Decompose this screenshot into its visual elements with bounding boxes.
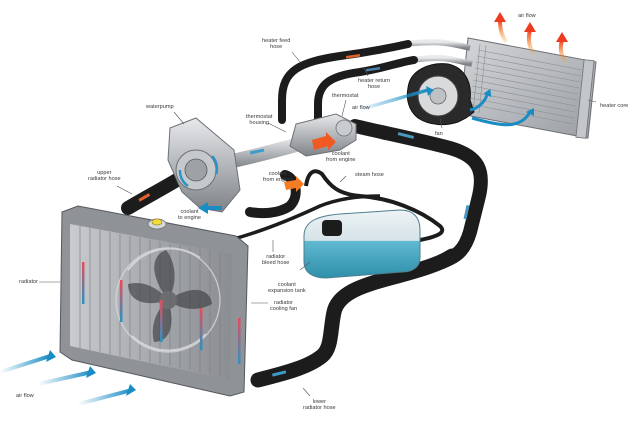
heater-pipe-lower	[411, 54, 473, 67]
label-lower-radiator-hose: lower radiator hose	[303, 399, 336, 412]
heater-core	[459, 37, 597, 139]
lower-radiator-hose	[250, 248, 460, 388]
leader-lines	[39, 51, 597, 397]
label-coolant-expansion-tank: coolant expansion tank	[268, 282, 306, 295]
heater-air-flow-arrows	[494, 12, 568, 64]
label-coolant-from-engine-thermostat: coolant from engine	[326, 151, 356, 164]
heater-return-hose	[314, 56, 418, 126]
label-thermostat-housing: thermostat housing	[246, 114, 273, 127]
label-waterpump: waterpump	[146, 104, 174, 110]
label-air-flow-heater: air flow	[518, 13, 536, 19]
label-upper-radiator-hose: upper radiator hose	[88, 170, 121, 183]
label-thermostat: thermostat	[332, 93, 359, 99]
label-coolant-to-engine: coolant to engine	[178, 209, 202, 222]
label-radiator-bleed-hose: radiator bleed hose	[262, 254, 290, 267]
label-heater-core: heater core	[600, 103, 629, 109]
hot-coolant-arrow-bleed	[284, 176, 304, 192]
label-coolant-from-engine-bleed: coolant from engine	[263, 171, 293, 184]
label-heater-feed-hose: heater feed hose	[262, 38, 291, 51]
radiator-return-hose	[348, 119, 488, 269]
hot-coolant-arrow-thermostat	[312, 132, 336, 150]
blower-air-flow-arrow	[357, 88, 429, 112]
coolant-temperature-arrows	[82, 262, 241, 364]
heater-blower-fan	[406, 63, 475, 126]
label-air-flow-radiator: air flow	[16, 393, 34, 399]
radiator-air-flow-arrows	[0, 350, 136, 406]
coolant-expansion-tank	[303, 209, 421, 279]
label-radiator: radiator	[19, 279, 38, 285]
heater-feed-hose	[278, 40, 412, 124]
label-fan: fan	[435, 131, 443, 137]
cool-coolant-arrow-pump	[198, 202, 222, 214]
label-heater-return-hose: heater return hose	[358, 78, 391, 91]
thermostat-housing	[289, 113, 357, 157]
label-steam-hose: steam hose	[355, 172, 384, 178]
radiator-bleed-hose	[229, 194, 381, 242]
water-pump	[167, 117, 241, 213]
label-air-flow-fan: air flow	[352, 105, 370, 111]
radiator-cooling-fan	[115, 247, 221, 353]
flow-arrows	[198, 132, 336, 214]
label-radiator-cooling-fan: radiator cooling fan	[270, 300, 298, 313]
